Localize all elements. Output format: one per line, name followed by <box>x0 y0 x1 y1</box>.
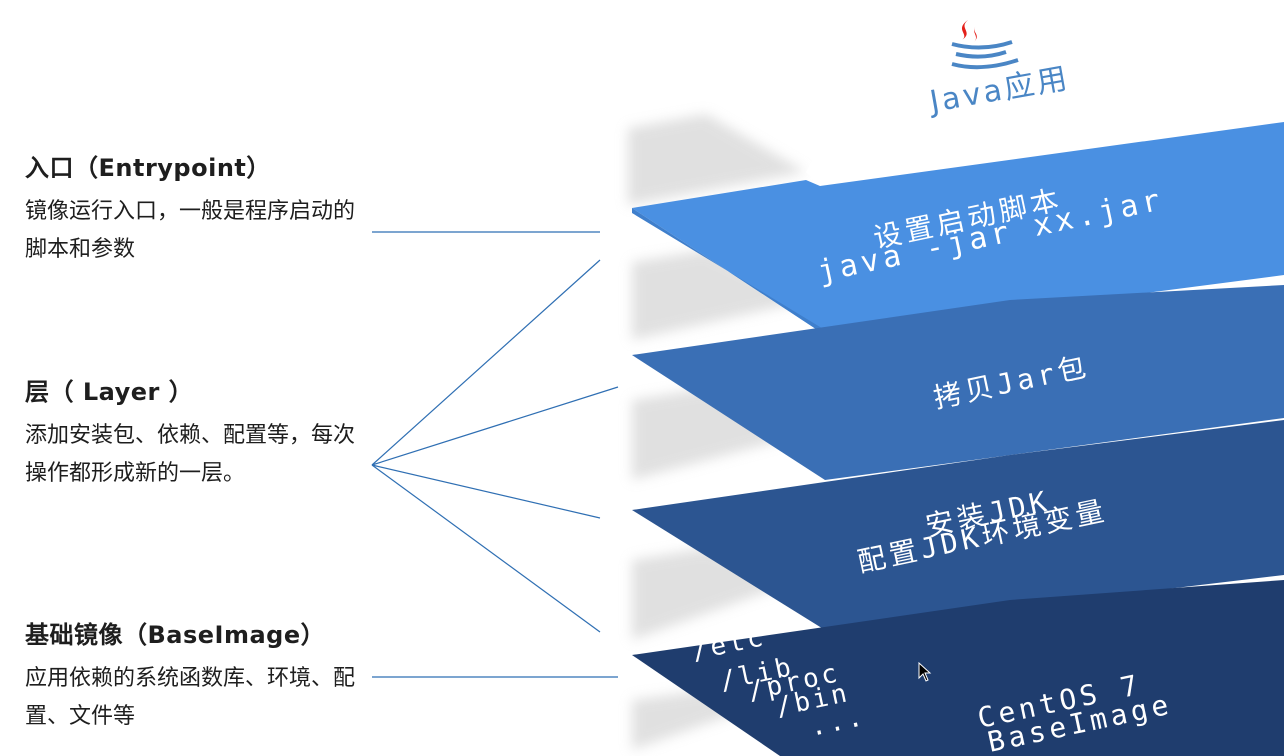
mouse-cursor-icon <box>918 662 932 682</box>
layer-connector-4 <box>371 464 601 633</box>
copy-layer-plate <box>632 285 1284 480</box>
layer-connector-3 <box>371 464 601 519</box>
layer-desc: 添加安装包、依赖、配置等，每次操作都形成新的一层。 <box>25 423 356 486</box>
entrypoint-title: 入口（Entrypoint） <box>25 154 271 182</box>
layer-label: 层（ Layer ） 添加安装包、依赖、配置等，每次操作都形成新的一层。 <box>25 372 365 493</box>
base-label: 基础镜像（BaseImage） 应用依赖的系统函数库、环境、配置、文件等 <box>25 615 365 736</box>
base-title: 基础镜像（BaseImage） <box>25 621 326 649</box>
copy-jar-layer: 拷贝Jar包 <box>632 285 1284 480</box>
layer-connector-2 <box>371 386 619 466</box>
entrypoint-desc: 镜像运行入口，一般是程序启动的脚本和参数 <box>25 199 356 262</box>
connector-lines <box>371 231 619 678</box>
java-app-card: Java应用 <box>806 0 1284 186</box>
base-image-layer: /etc /lib /proc /bin ... CentOS 7 BaseIm… <box>632 580 1284 756</box>
entrypoint-label: 入口（Entrypoint） 镜像运行入口，一般是程序启动的脚本和参数 <box>25 148 365 269</box>
startup-script-layer: 设置启动脚本 java -jar xx.jar <box>632 122 1284 335</box>
base-layer-plate <box>632 580 1284 756</box>
layer-connector-1 <box>371 259 601 466</box>
layer-title: 层（ Layer ） <box>25 378 194 406</box>
install-jdk-layer: 安装JDK 配置JDK环境变量 <box>632 420 1284 630</box>
jdk-layer-plate <box>632 420 1284 630</box>
base-desc: 应用依赖的系统函数库、环境、配置、文件等 <box>25 666 356 729</box>
java-logo-icon <box>951 20 1019 70</box>
layer-shadows <box>628 114 820 750</box>
startup-layer-plate <box>632 122 1284 335</box>
